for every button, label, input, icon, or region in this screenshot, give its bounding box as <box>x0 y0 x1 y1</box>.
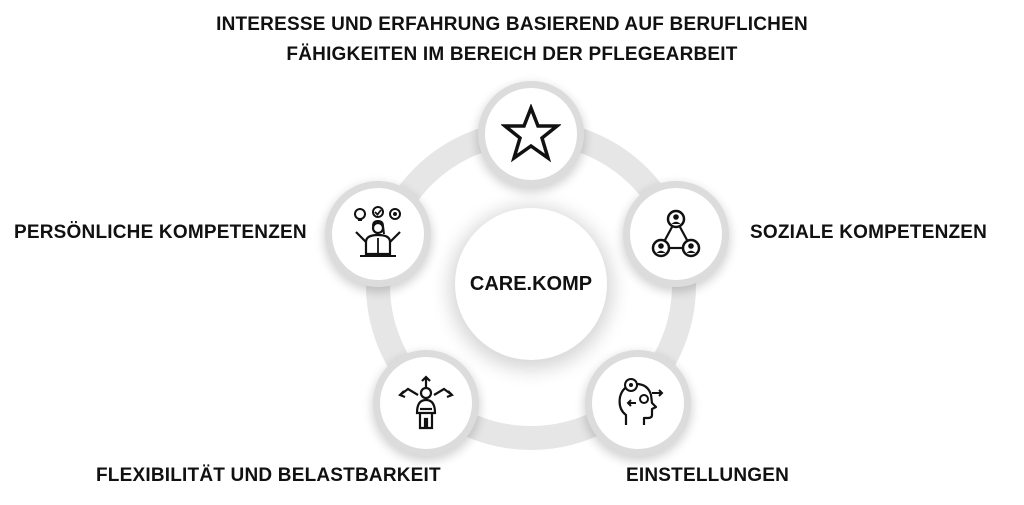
label-right: SOZIALE KOMPETENZEN <box>750 222 988 243</box>
person-ideas-icon <box>354 206 401 257</box>
label-bottom-left: FLEXIBILITÄT UND BELASTBARKEIT <box>96 465 441 486</box>
label-top: INTERESSE UND ERFAHRUNG BASIEREND AUF BE… <box>0 10 1024 70</box>
star-icon <box>501 104 561 163</box>
center-circle: CARE.KOMP <box>455 208 607 360</box>
label-top-line-1: INTERESSE UND ERFAHRUNG BASIEREND AUF BE… <box>216 14 808 35</box>
person-arrows-icon <box>398 375 454 430</box>
label-left: PERSÖNLICHE KOMPETENZEN <box>14 222 307 243</box>
center-label: CARE.KOMP <box>469 272 593 295</box>
node-bottom-right <box>592 357 684 449</box>
node-left <box>332 188 424 280</box>
head-gears-icon <box>618 378 664 425</box>
label-top-line-2: FÄHIGKEITEN IM BEREICH DER PFLEGEARBEIT <box>286 44 738 65</box>
people-network-icon <box>651 209 701 258</box>
label-bottom-right: EINSTELLUNGEN <box>626 465 790 486</box>
node-bottom-left <box>380 357 472 449</box>
node-top <box>485 88 577 180</box>
node-right <box>630 188 722 280</box>
